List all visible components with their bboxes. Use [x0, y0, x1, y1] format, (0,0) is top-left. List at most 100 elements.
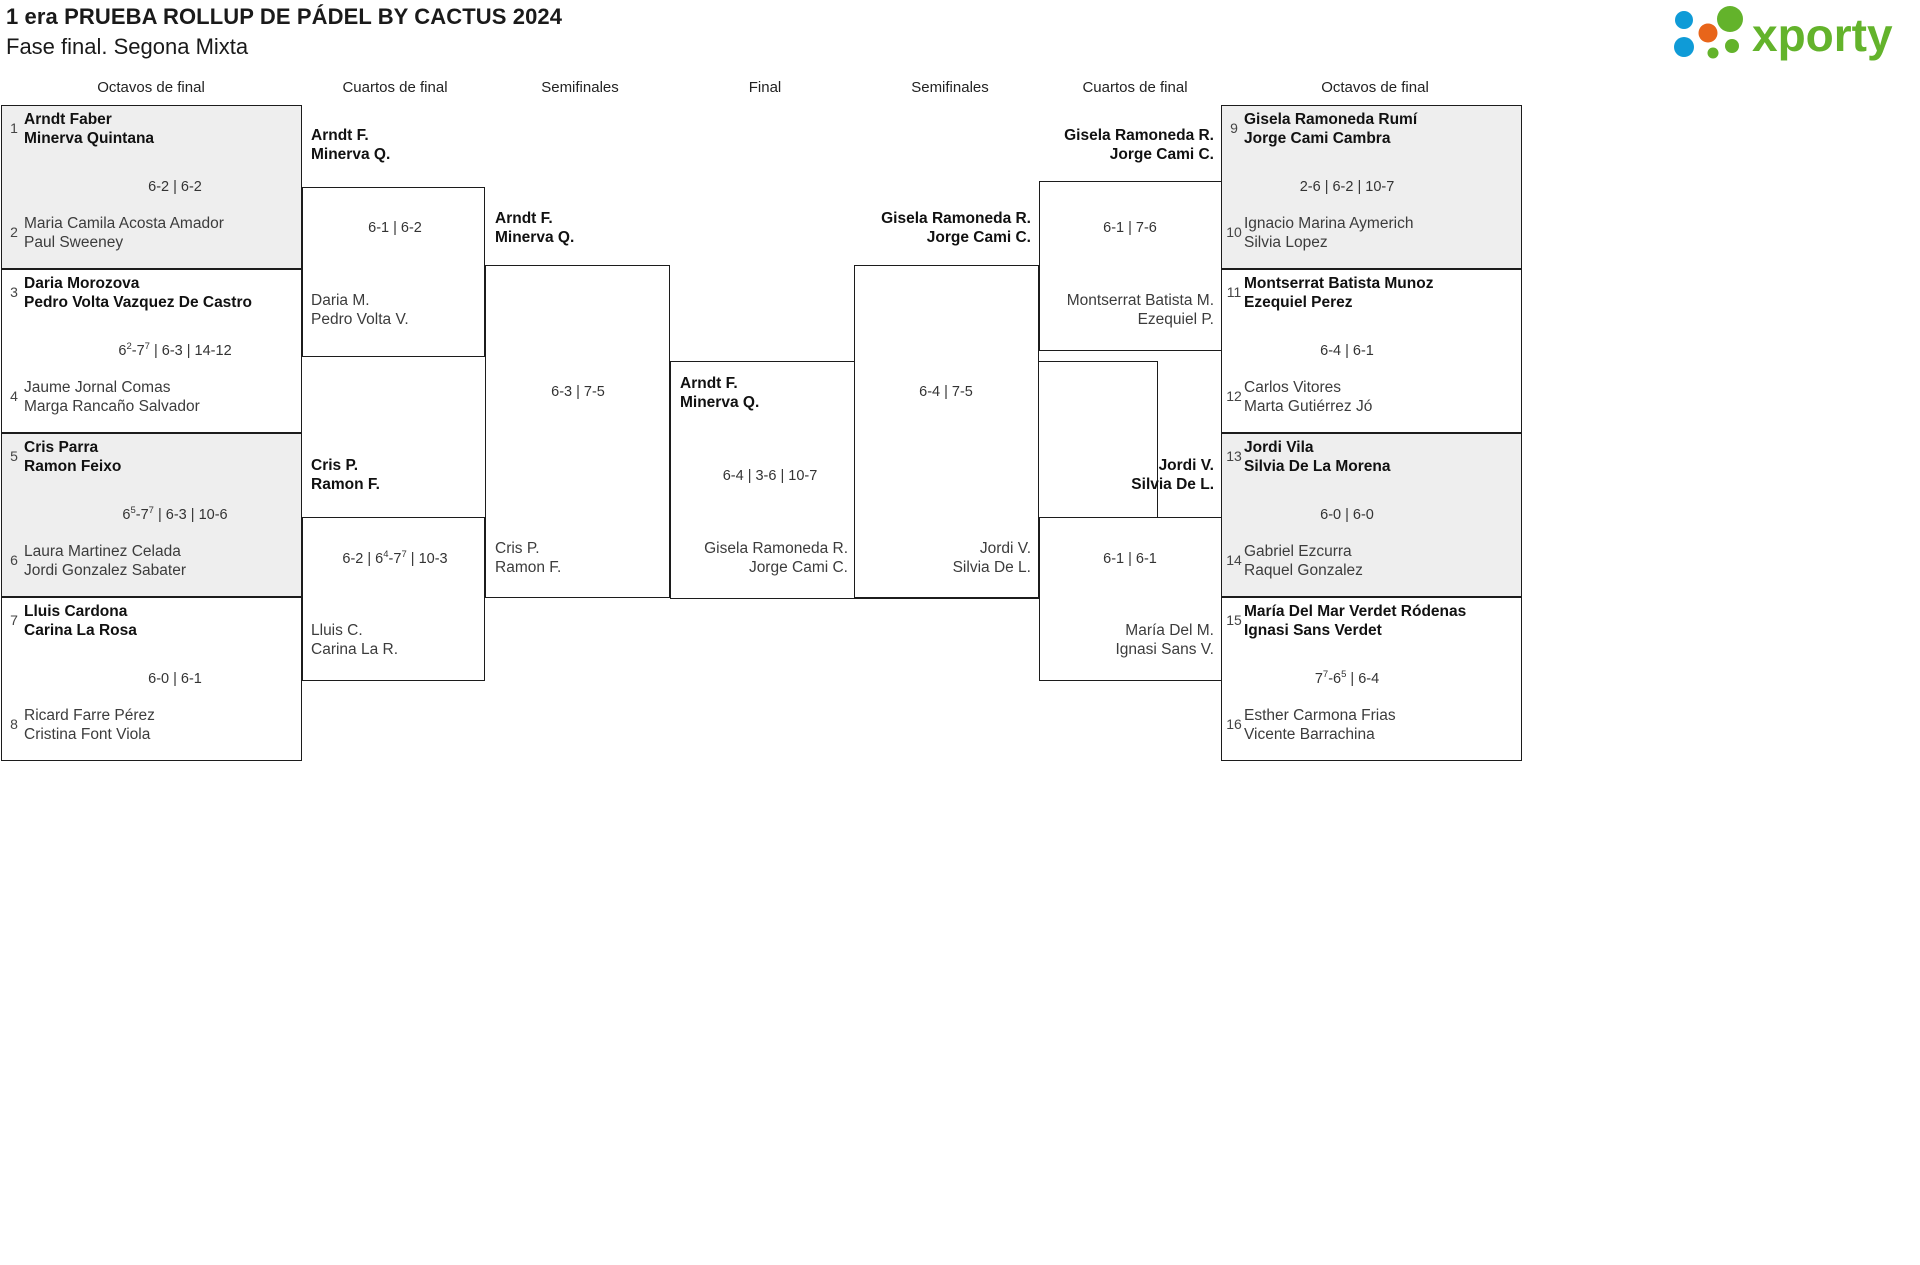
match-box-lqf1[interactable]: [302, 187, 485, 357]
player-names: Arndt Faber Minerva Quintana: [24, 110, 154, 148]
match-box-r4[interactable]: [1221, 597, 1522, 761]
entry-seed-4[interactable]: 4 Jaume Jornal Comas Marga Rancaño Salva…: [4, 378, 300, 416]
entry-seed-5[interactable]: 5 Cris Parra Ramon Feixo: [4, 438, 300, 476]
score-r-sf: 6-4 | 7-5: [919, 384, 973, 400]
match-box-r2[interactable]: [1221, 269, 1522, 433]
adv-lqf-2-loser[interactable]: Lluis C. Carina La R.: [311, 621, 398, 659]
seed-number: 9: [1230, 120, 1238, 136]
player-names: Jordi Vila Silvia De La Morena: [1244, 438, 1390, 476]
player-2: Jorge Cami C.: [748, 559, 848, 576]
score-r-r16-1: 2-6 | 6-2 | 10-7: [1299, 179, 1395, 195]
score-l-r16-1: 6-2 | 6-2: [148, 179, 202, 195]
player-1: Ricard Farre Pérez: [24, 707, 155, 724]
entry-seed-9[interactable]: 9 Gisela Ramoneda Rumí Jorge Cami Cambra: [1224, 110, 1520, 148]
seed-number: 4: [10, 388, 18, 404]
player-2: Carina La R.: [311, 641, 399, 658]
player-2: Cristina Font Viola: [24, 726, 151, 743]
adv-lqf-1-winner[interactable]: Arndt F. Minerva Q.: [311, 126, 390, 164]
adv-lqf-2-winner[interactable]: Cris P. Ramon F.: [311, 456, 380, 494]
player-1: Montserrat Batista Munoz: [1244, 275, 1434, 292]
round-label-right-r16: Octavos de final: [1321, 79, 1429, 96]
match-box-l3[interactable]: [1, 433, 302, 597]
match-box-rqf1[interactable]: [1039, 181, 1222, 351]
match-box-r1[interactable]: [1221, 105, 1522, 269]
player-1: Laura Martinez Celada: [24, 543, 181, 560]
score-l-qf-2: 6-2 | 64-77 | 10-3: [342, 549, 448, 567]
player-2: Ramon F.: [495, 559, 562, 576]
seed-number: 6: [10, 552, 18, 568]
match-box-rsf[interactable]: [854, 265, 1039, 598]
player-2: Silvia De La Morena: [1244, 458, 1391, 475]
player-2: Marga Rancaño Salvador: [24, 398, 200, 415]
score-l-sf: 6-3 | 7-5: [551, 384, 605, 400]
adv-final-runnerup[interactable]: Gisela Ramoneda R. Jorge Cami C.: [600, 539, 848, 577]
player-names: Gisela Ramoneda Rumí Jorge Cami Cambra: [1244, 110, 1417, 148]
tournament-title: 1 era PRUEBA ROLLUP DE PÁDEL BY CACTUS 2…: [6, 4, 563, 29]
player-2: Pedro Volta Vazquez De Castro: [24, 294, 252, 311]
entry-seed-2[interactable]: 2 Maria Camila Acosta Amador Paul Sweene…: [4, 214, 300, 252]
player-1: Daria Morozova: [24, 275, 140, 292]
xporty-logo[interactable]: xporty: [1666, 6, 1906, 62]
round-label-left-qf: Cuartos de final: [342, 79, 448, 96]
entry-seed-10[interactable]: 10 Ignacio Marina Aymerich Silvia Lopez: [1224, 214, 1520, 252]
entry-seed-8[interactable]: 8 Ricard Farre Pérez Cristina Font Viola: [4, 706, 300, 744]
adv-lsf-loser[interactable]: Cris P. Ramon F.: [495, 539, 561, 577]
player-2: Jorge Cami C.: [926, 229, 1031, 246]
player-2: Minerva Quintana: [24, 130, 155, 147]
player-2: Paul Sweeney: [24, 234, 124, 251]
entry-seed-13[interactable]: 13 Jordi Vila Silvia De La Morena: [1224, 438, 1520, 476]
match-box-rqf2[interactable]: [1039, 517, 1222, 681]
player-2: Ramon Feixo: [24, 458, 122, 475]
entry-seed-3[interactable]: 3 Daria Morozova Pedro Volta Vazquez De …: [4, 274, 300, 312]
player-2: Jorge Cami Cambra: [1244, 130, 1391, 147]
adv-rsf-loser[interactable]: Jordi V. Silvia De L.: [839, 539, 1031, 577]
match-box-l2[interactable]: [1, 269, 302, 433]
player-2: Vicente Barrachina: [1244, 726, 1375, 743]
seed-number: 2: [10, 224, 18, 240]
player-names: Ricard Farre Pérez Cristina Font Viola: [24, 706, 155, 744]
entry-seed-1[interactable]: 1 Arndt Faber Minerva Quintana: [4, 110, 300, 148]
adv-lqf-1-loser[interactable]: Daria M. Pedro Volta V.: [311, 291, 409, 329]
match-box-lsf[interactable]: [485, 265, 670, 598]
player-2: Ignasi Sans Verdet: [1244, 622, 1382, 639]
logo-dots: [1674, 6, 1743, 59]
player-1: Ignacio Marina Aymerich: [1244, 215, 1414, 232]
player-names: Lluis Cardona Carina La Rosa: [24, 602, 137, 640]
entry-seed-11[interactable]: 11 Montserrat Batista Munoz Ezequiel Per…: [1224, 274, 1520, 312]
match-box-l4[interactable]: [1, 597, 302, 761]
player-1: Gabriel Ezcurra: [1244, 543, 1352, 560]
player-2: Silvia De L.: [952, 559, 1031, 576]
match-box-l1[interactable]: [1, 105, 302, 269]
entry-seed-16[interactable]: 16 Esther Carmona Frias Vicente Barrachi…: [1224, 706, 1520, 744]
match-box-lqf2[interactable]: [302, 517, 485, 681]
score-r-r16-2: 6-4 | 6-1: [1320, 343, 1374, 359]
player-2: Minerva Q.: [680, 394, 760, 411]
entry-seed-6[interactable]: 6 Laura Martinez Celada Jordi Gonzalez S…: [4, 542, 300, 580]
player-1: Arndt F.: [495, 210, 553, 227]
player-1: Gisela Ramoneda Rumí: [1244, 111, 1418, 128]
player-names: Carlos Vitores Marta Gutiérrez Jó: [1244, 378, 1372, 416]
player-names: Esther Carmona Frias Vicente Barrachina: [1244, 706, 1396, 744]
player-2: Jordi Gonzalez Sabater: [24, 562, 186, 579]
entry-seed-7[interactable]: 7 Lluis Cardona Carina La Rosa: [4, 602, 300, 640]
adv-rqf-1-winner[interactable]: Gisela Ramoneda R. Jorge Cami C.: [1022, 126, 1214, 164]
adv-rsf-winner[interactable]: Gisela Ramoneda R. Jorge Cami C.: [839, 209, 1031, 247]
player-2: Marta Gutiérrez Jó: [1244, 398, 1373, 415]
adv-rqf-2-winner[interactable]: Jordi V. Silvia De L.: [1022, 456, 1214, 494]
adv-lsf-winner[interactable]: Arndt F. Minerva Q.: [495, 209, 574, 247]
player-2: Minerva Q.: [311, 146, 391, 163]
entry-seed-15[interactable]: 15 María Del Mar Verdet Ródenas Ignasi S…: [1224, 602, 1520, 640]
player-names: Maria Camila Acosta Amador Paul Sweeney: [24, 214, 224, 252]
page-header: 1 era PRUEBA ROLLUP DE PÁDEL BY CACTUS 2…: [0, 0, 1920, 76]
match-box-r3[interactable]: [1221, 433, 1522, 597]
player-2: Minerva Q.: [495, 229, 575, 246]
adv-rqf-2-loser[interactable]: María Del M. Ignasi Sans V.: [1022, 621, 1214, 659]
adv-final-winner[interactable]: Arndt F. Minerva Q.: [680, 374, 759, 412]
entry-seed-14[interactable]: 14 Gabriel Ezcurra Raquel Gonzalez: [1224, 542, 1520, 580]
entry-seed-12[interactable]: 12 Carlos Vitores Marta Gutiérrez Jó: [1224, 378, 1520, 416]
round-label-right-qf: Cuartos de final: [1082, 79, 1188, 96]
player-1: Gisela Ramoneda R.: [881, 210, 1031, 227]
round-label-right-sf: Semifinales: [911, 79, 989, 96]
player-1: María Del M.: [1125, 622, 1214, 639]
adv-rqf-1-loser[interactable]: Montserrat Batista M. Ezequiel P.: [1012, 291, 1214, 329]
